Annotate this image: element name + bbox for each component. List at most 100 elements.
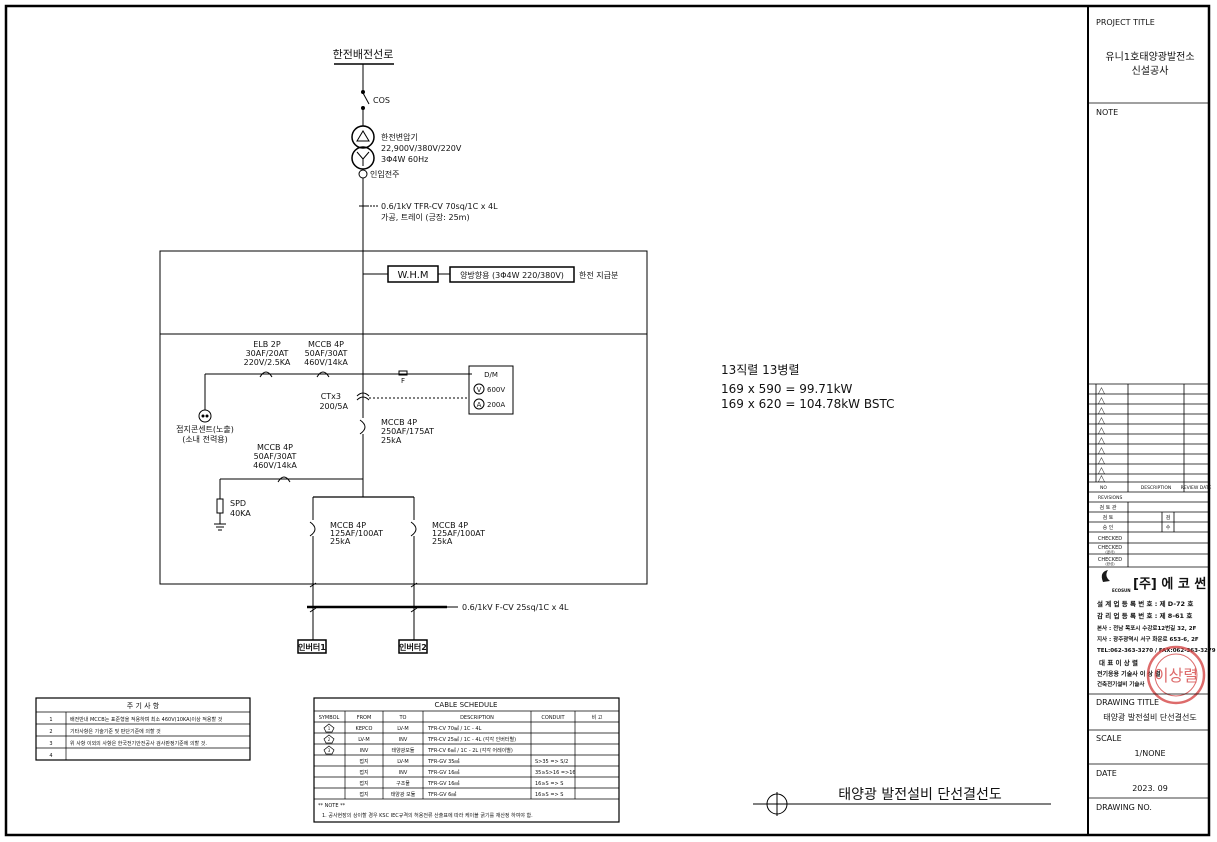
sheet-border (4, 4, 1211, 837)
mccb-left-label-1: MCCB 4P (330, 521, 366, 530)
approval-label: 검 토 관 (1100, 504, 1117, 511)
title-block: PROJECT TITLE 유니1호태양광발전소 신설공사 NOTE △ △ △… (1088, 18, 1216, 812)
revision-mark: △ (1098, 406, 1105, 416)
mccb-main-label-3: 25kA (381, 436, 402, 445)
note-text: 위 사항 이외의 사항은 한국전기안전공사 검사판정기준에 의할 것. (70, 740, 207, 747)
capacity-stc: 169 x 590 = 99.71kW (721, 382, 853, 396)
inverter-2-box (398, 639, 428, 654)
mccb-top-label-3: 460V/14kA (304, 358, 348, 367)
mccb-spd-label-2: 50AF/30AT (254, 452, 297, 461)
transformer-name: 한전변압기 (381, 132, 418, 142)
mccb-main-label-1: MCCB 4P (381, 418, 417, 427)
cable-desc: TFR-GV 6㎟ (427, 791, 456, 798)
cable-conduit: 35≥S>16 =>16 (535, 770, 576, 776)
cable-header: TO (399, 715, 407, 721)
revision-mark: △ (1098, 466, 1105, 476)
approval-label: 승 인 (1103, 524, 1114, 531)
revision-mark: △ (1098, 396, 1105, 406)
transformer-symbol (351, 125, 375, 170)
whm-label: W.H.M (397, 270, 428, 281)
cable-header: CONDUIT (541, 715, 565, 721)
company-engineer-2: 건축전기설비 기술사 (1097, 680, 1145, 688)
date-value: 2023. 09 (1132, 784, 1168, 793)
company-logo-icon (1101, 570, 1110, 582)
single-line-diagram: 한전배전선로 COS 한전변압기 22,900V/380V/220V 3Φ4W … (159, 48, 648, 654)
note-no: 4 (49, 753, 52, 759)
drawing-label: 태양광 발전설비 단선결선도 (753, 787, 1051, 816)
note-label: NOTE (1096, 108, 1118, 117)
scale-value: 1/NONE (1134, 749, 1165, 758)
cable-to: INV (399, 770, 408, 776)
company-rep: 대 표 이 상 렬 (1099, 658, 1138, 667)
revision-mark: △ (1098, 416, 1105, 426)
revision-mark: △ (1098, 426, 1105, 436)
revision-mark: △ (1098, 446, 1105, 456)
rev-header-desc: DESCRIPTION (1141, 485, 1171, 491)
project-title-line1: 유니1호태양광발전소 (1105, 51, 1194, 63)
notes-table: 주 기 사 항 1 배전반내 MCCB는 표준형을 적용하며 최소 460V(1… (35, 697, 251, 761)
date-label: DATE (1096, 769, 1117, 778)
project-title-label: PROJECT TITLE (1096, 18, 1155, 27)
dm-title: D/M (484, 371, 498, 379)
transformer-voltage: 22,900V/380V/220V (381, 144, 462, 153)
transformer-phase: 3Φ4W 60Hz (381, 155, 428, 164)
dm-voltage: 600V (487, 386, 505, 394)
mccb-right-label-3: 25kA (432, 537, 453, 546)
approval-label: 검 토 (1103, 514, 1114, 521)
mccb-left-label-2: 125AF/100AT (330, 529, 383, 538)
outlet-symbol (198, 409, 212, 423)
company-hq: 본사 : 전남 목포시 수강로12번길 32, 2F (1097, 624, 1197, 632)
cable-desc: TFR-CV 25㎟ / 1C - 4L (각각 인버터별) (427, 736, 516, 743)
cable-to: INV (399, 737, 408, 743)
revision-mark: △ (1098, 436, 1105, 446)
cable-header: FROM (357, 715, 372, 721)
ct-label-1: CTx3 (321, 392, 341, 401)
cable-desc: TFR-GV 35㎟ (427, 758, 459, 765)
cos-label: COS (373, 96, 390, 105)
cable-symbol-2-icon (323, 734, 335, 744)
cos-switch (361, 90, 370, 110)
supply-label: 한전배전선로 (333, 48, 394, 61)
digital-meter-box (468, 365, 514, 415)
cable-from: 접지 (359, 769, 368, 776)
cable-header: SYMBOL (319, 715, 340, 721)
cable-note-title: ** NOTE ** (318, 803, 346, 809)
company-engineer: 전기응용 기술사 이 상 렬 (1097, 670, 1161, 678)
mccb-top-label-1: MCCB 4P (308, 340, 344, 349)
elb-label-2: 30AF/20AT (246, 349, 289, 358)
inverter-1-box (297, 639, 327, 654)
ammeter-icon (473, 398, 485, 410)
company-reg-2: 감 리 업 등 록 번 호 : 제 8-61 호 (1097, 611, 1192, 620)
pole-symbol (358, 169, 368, 179)
checked-label: CHECKED (1098, 545, 1122, 551)
cable-from: 접지 (359, 758, 368, 765)
elb-label-1: ELB 2P (253, 340, 281, 349)
cable-schedule-table: CABLE SCHEDULE SYMBOL FROM TO DESCRIPTIO… (313, 697, 620, 823)
cable-symbol: 1 (328, 726, 331, 731)
feeder-cable-spec: 0.6/1kV TFR-CV 70sq/1C x 4L (381, 202, 498, 211)
cable-to: LV-M (397, 726, 408, 732)
notes-title: 주 기 사 항 (127, 701, 160, 710)
cable-header: DESCRIPTION (460, 715, 494, 721)
company-logo-text: ECOSUN (1112, 588, 1131, 593)
capacity-config: 13직렬 13병렬 (721, 363, 800, 377)
cable-header: 비 고 (592, 714, 603, 721)
cable-note-text: 1. 공사현장의 상이할 경우 KSC IEC규격의 허용전류 산출표에 따라 … (322, 812, 533, 819)
mccb-left-label-3: 25kA (330, 537, 351, 546)
cable-to: 태양광 모듈 (391, 791, 416, 798)
cable-symbol: 2 (328, 737, 331, 742)
cable-desc: TFR-GV 16㎟ (427, 769, 459, 776)
spd-label-1: SPD (230, 499, 246, 508)
spd-label-2: 40KA (230, 509, 251, 518)
outlet-label-2: (소내 전력용) (182, 434, 228, 444)
company-seal-stamp: 이상렬 (1146, 645, 1206, 705)
revision-mark: △ (1098, 456, 1105, 466)
mccb-top-label-2: 50AF/30AT (305, 349, 348, 358)
ammeter-symbol: A (477, 401, 482, 409)
cable-from: 접지 (359, 780, 368, 787)
capacity-bstc: 169 x 620 = 104.78kW BSTC (721, 397, 894, 411)
mccb-spd-label-3: 460V/14kA (253, 461, 297, 470)
voltmeter-icon (473, 383, 485, 395)
checked-sub: (공사) (1105, 549, 1115, 554)
